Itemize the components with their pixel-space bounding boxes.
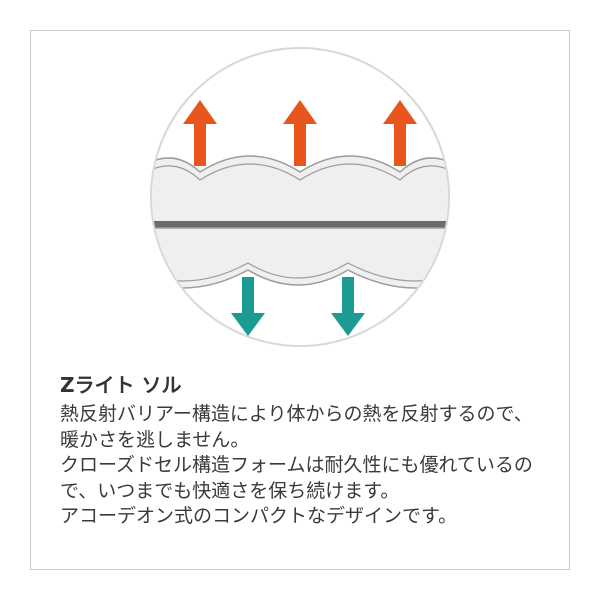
foam-cross-section: [152, 155, 448, 289]
description-line: 熱反射バリアー構造により体からの熱を反射するので、: [60, 403, 533, 425]
product-description: 熱反射バリアー構造により体からの熱を反射するので、 暖かさを逃しません。 クロー…: [60, 402, 565, 530]
up-arrow-icon: [283, 100, 317, 166]
foam-lower-contour: [152, 262, 448, 282]
foam-upper-contour: [152, 163, 448, 181]
description-line: 暖かさを逃しません。: [60, 428, 250, 451]
down-arrow-icon: [331, 277, 365, 336]
description-line: で、いつまでも快適さを保ち続けます。: [60, 479, 400, 502]
foam-upper-layer: [152, 155, 448, 223]
foam-lower-layer: [152, 227, 448, 289]
feature-text: Zライト ソル 熱反射バリアー構造により体からの熱を反射するので、 暖かさを逃し…: [60, 372, 565, 530]
description-line: アコーデオン式のコンパクトなデザインです。: [60, 505, 458, 528]
up-arrow-icon: [383, 100, 417, 166]
description-line: クローズドセル構造フォームは耐久性にも優れているの: [60, 454, 533, 477]
down-arrow-icon: [231, 277, 265, 336]
product-name: Zライト ソル: [60, 373, 182, 397]
up-arrow-icon: [183, 100, 217, 166]
heat-reflection-diagram: [150, 47, 450, 347]
heat-reflective-barrier: [152, 221, 448, 228]
